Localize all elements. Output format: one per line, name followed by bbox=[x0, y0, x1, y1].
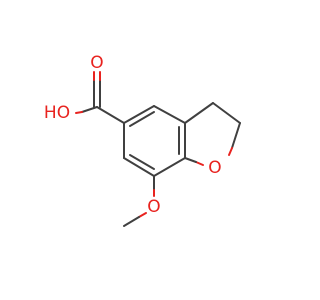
bond-carboxyl-oh bbox=[81, 106, 98, 113]
bond-c7a-c7 bbox=[153, 157, 186, 177]
bond-c4-c5-inner bbox=[129, 111, 155, 127]
atom-label-carbonyl-oxygen: O bbox=[90, 53, 103, 73]
bond-c2-o1 bbox=[231, 122, 241, 149]
bond-o-methyl bbox=[123, 216, 140, 227]
bond-c5-carboxyl bbox=[96, 106, 125, 124]
bond-o1-c7a-red bbox=[195, 161, 204, 166]
bond-c3a-c3 bbox=[184, 102, 214, 124]
bond-c7-c6-inner bbox=[129, 154, 155, 170]
bond-c7-c6 bbox=[123, 157, 155, 177]
bond-carboxyl-oh-red bbox=[75, 111, 83, 114]
bond-c4-c5 bbox=[123, 105, 155, 124]
bond-c3-c2 bbox=[212, 102, 241, 124]
bond-c4-c3a bbox=[153, 105, 186, 124]
bond-o1-c7a bbox=[184, 157, 197, 163]
bond-c2-o1-red bbox=[228, 147, 233, 156]
atom-label-ring-oxygen: O bbox=[208, 158, 221, 178]
structure-diagram: O HO O O bbox=[44, 53, 241, 227]
atom-label-hydroxyl: HO bbox=[44, 103, 70, 123]
atom-label-methoxy-oxygen: O bbox=[147, 197, 160, 217]
bond-o-methyl-red bbox=[138, 212, 147, 218]
